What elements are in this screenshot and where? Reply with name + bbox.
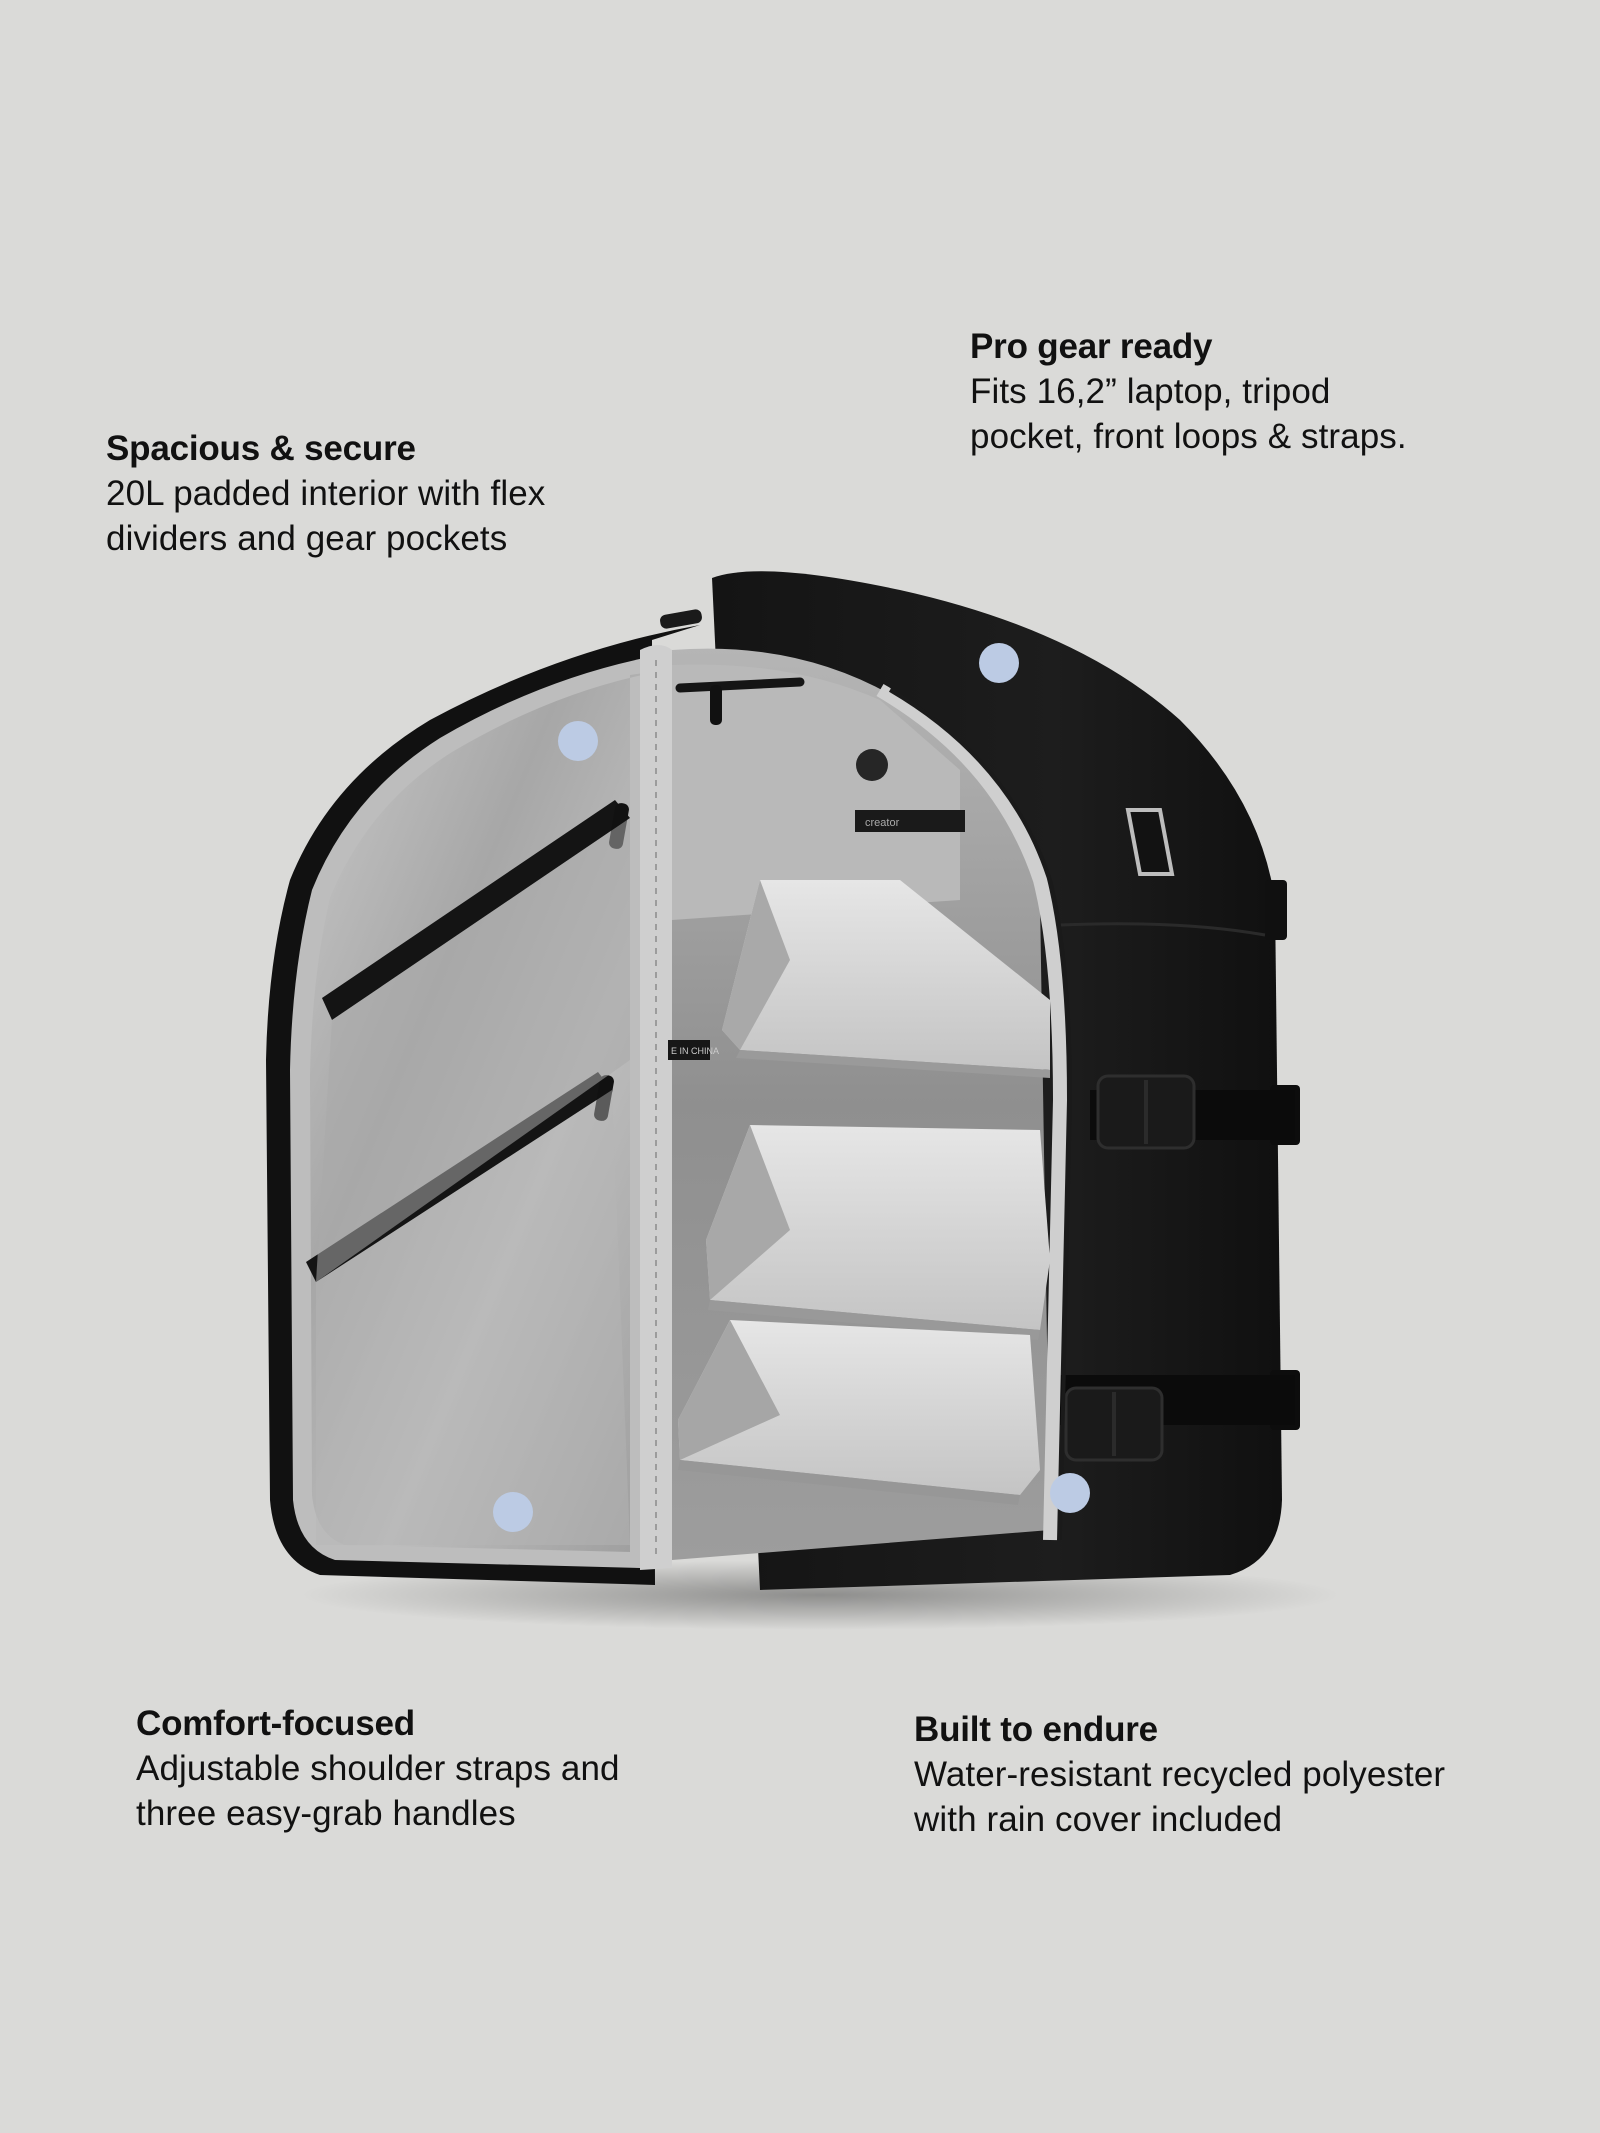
callout-line: pocket, front loops & straps. bbox=[970, 417, 1407, 456]
buckle-upper bbox=[1096, 1074, 1196, 1150]
callout-title: Built to endure bbox=[914, 1710, 1158, 1749]
divider-middle bbox=[706, 1125, 1050, 1340]
callout-title: Pro gear ready bbox=[970, 327, 1213, 366]
hotspot-top-lid-dot[interactable] bbox=[979, 643, 1019, 683]
divider-bottom bbox=[678, 1320, 1040, 1505]
callout-comfort-focused: Comfort-focused Adjustable shoulder stra… bbox=[136, 1701, 620, 1836]
brand-tag-label: creator bbox=[865, 817, 900, 829]
divider-top bbox=[722, 880, 1050, 1078]
callout-pro-gear-ready: Pro gear ready Fits 16,2” laptop, tripod… bbox=[970, 324, 1407, 459]
callout-spacious-secure: Spacious & secure 20L padded interior wi… bbox=[106, 426, 545, 561]
callout-line: Water-resistant recycled polyester bbox=[914, 1755, 1446, 1794]
callout-line: 20L padded interior with flex bbox=[106, 474, 546, 513]
callout-line: with rain cover included bbox=[914, 1800, 1283, 1839]
hotspot-interior-dot[interactable] bbox=[558, 721, 598, 761]
made-in-label: E IN CHINA bbox=[671, 1046, 719, 1056]
callout-line: three easy-grab handles bbox=[136, 1794, 516, 1833]
callout-line: dividers and gear pockets bbox=[106, 519, 508, 558]
callout-line: Fits 16,2” laptop, tripod bbox=[970, 372, 1331, 411]
hotspot-side-body-dot[interactable] bbox=[1050, 1473, 1090, 1513]
buckle-lower bbox=[1064, 1386, 1164, 1462]
hotspot-lower-panel-dot[interactable] bbox=[493, 1492, 533, 1532]
callout-line: Adjustable shoulder straps and bbox=[136, 1749, 620, 1788]
callout-title: Spacious & secure bbox=[106, 429, 416, 468]
callout-built-to-endure: Built to endure Water-resistant recycled… bbox=[914, 1707, 1445, 1842]
callout-title: Comfort-focused bbox=[136, 1704, 415, 1743]
